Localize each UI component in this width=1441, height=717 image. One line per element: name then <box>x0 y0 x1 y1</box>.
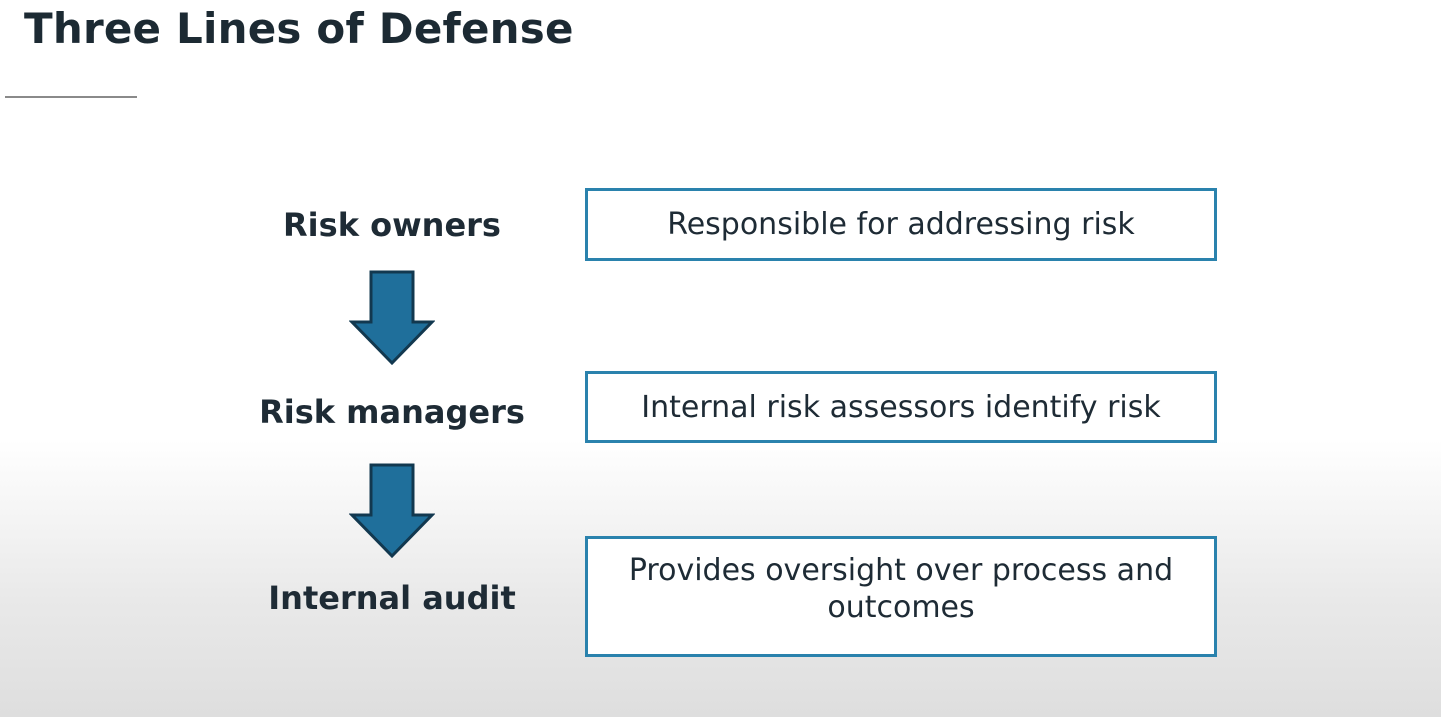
description-box-risk-owners: Responsible for addressing risk <box>585 188 1217 261</box>
arrow-shape <box>349 463 435 559</box>
slide-title: Three Lines of Defense <box>24 4 574 53</box>
down-arrow-icon <box>349 463 435 559</box>
description-box-risk-managers: Internal risk assessors identify risk <box>585 371 1217 443</box>
description-box-internal-audit: Provides oversight over process and outc… <box>585 536 1217 657</box>
arrow-shape <box>349 270 435 366</box>
level-label-risk-managers: Risk managers <box>259 393 525 431</box>
description-text-internal-audit: Provides oversight over process and outc… <box>628 552 1174 625</box>
level-label-internal-audit: Internal audit <box>268 579 516 617</box>
down-arrow-icon <box>349 270 435 366</box>
description-text-risk-owners: Responsible for addressing risk <box>667 207 1135 242</box>
level-label-risk-owners: Risk owners <box>283 206 501 244</box>
title-underline <box>5 96 137 98</box>
description-text-risk-managers: Internal risk assessors identify risk <box>641 389 1161 425</box>
